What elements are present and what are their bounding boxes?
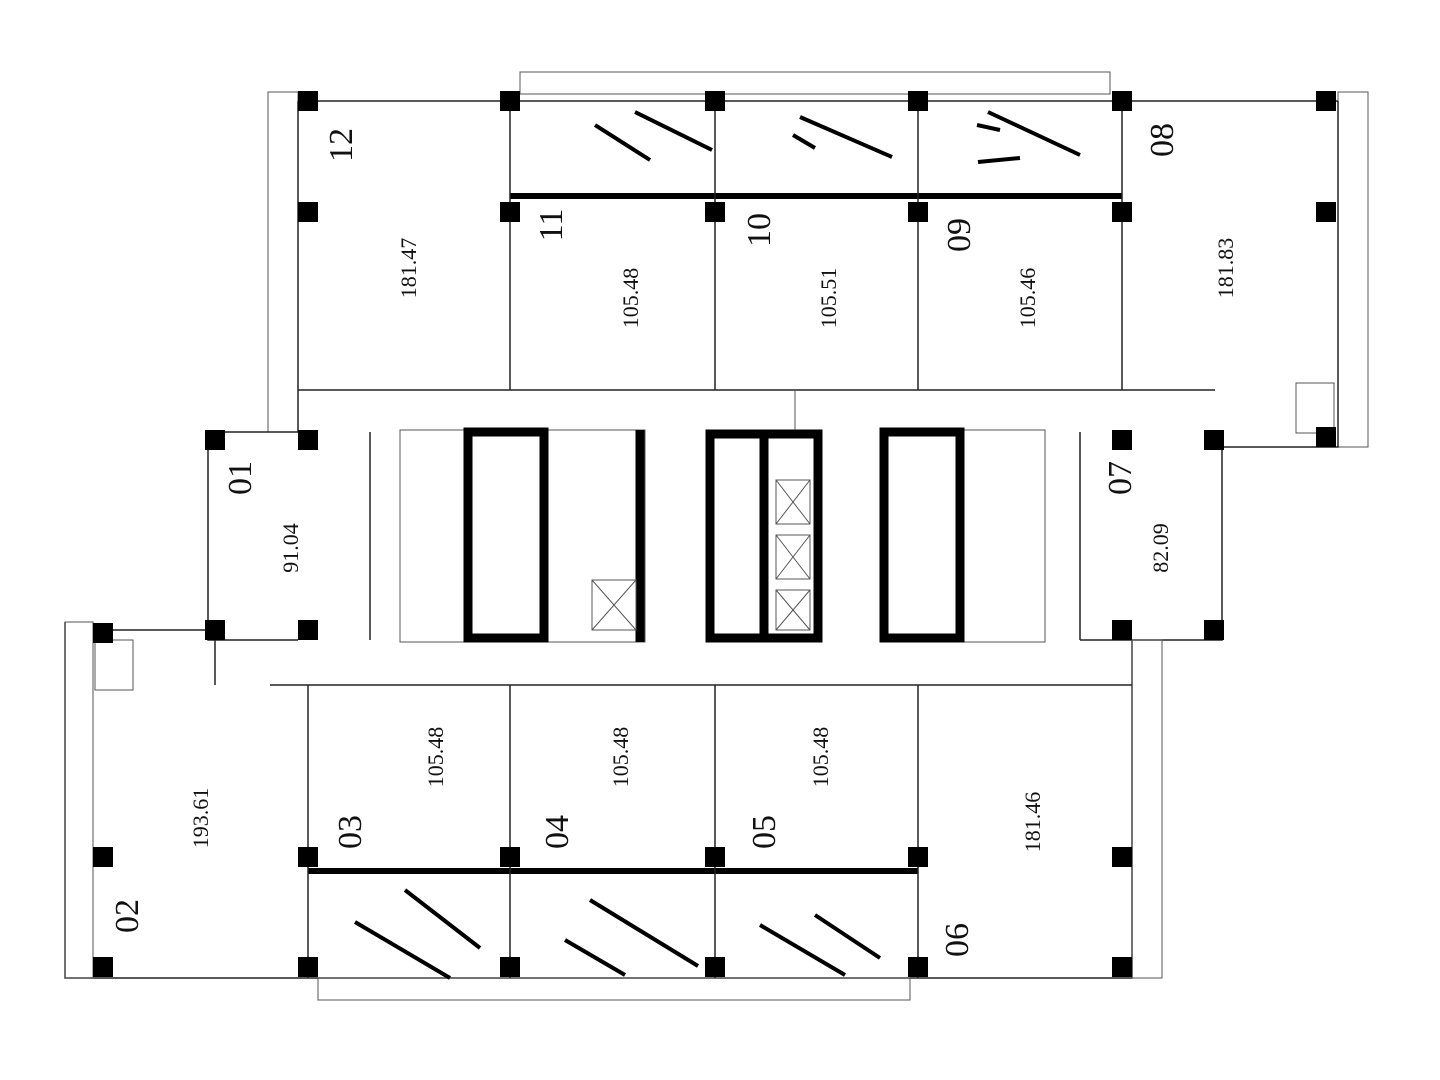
unit-02[interactable]: 02 193.61 [109, 788, 213, 933]
unit-08[interactable]: 08 181.83 [1144, 123, 1238, 298]
unit-area: 181.47 [396, 238, 421, 299]
unit-06[interactable]: 06 181.46 [939, 792, 1045, 957]
unit-12[interactable]: 12 181.47 [323, 128, 421, 298]
unit-area: 105.51 [816, 268, 841, 329]
columns [93, 91, 1336, 977]
unit-number: 07 [1102, 461, 1139, 495]
unit-number: 01 [222, 461, 259, 495]
unit-number: 05 [746, 815, 783, 849]
unit-number: 11 [533, 209, 570, 242]
partitions [270, 101, 1215, 978]
glass-marks [353, 110, 1081, 980]
unit-01[interactable]: 01 91.04 [222, 461, 303, 573]
unit-area: 91.04 [278, 523, 303, 573]
unit-07[interactable]: 07 82.09 [1102, 461, 1173, 573]
unit-04[interactable]: 04 105.48 [539, 727, 633, 849]
unit-area: 105.46 [1015, 268, 1040, 329]
unit-area: 105.48 [423, 727, 448, 788]
unit-number: 02 [109, 899, 146, 933]
unit-10[interactable]: 10 105.51 [741, 213, 841, 328]
unit-area: 193.61 [188, 788, 213, 849]
unit-number: 03 [332, 815, 369, 849]
unit-03[interactable]: 03 105.48 [332, 727, 448, 849]
unit-09[interactable]: 09 105.46 [941, 218, 1040, 328]
unit-number: 10 [741, 213, 778, 247]
unit-05[interactable]: 05 105.48 [746, 727, 833, 849]
unit-area: 82.09 [1148, 523, 1173, 573]
unit-11[interactable]: 11 105.48 [533, 209, 643, 329]
unit-number: 06 [939, 923, 976, 957]
unit-area: 105.48 [608, 727, 633, 788]
unit-number: 09 [941, 218, 978, 252]
unit-area: 105.48 [808, 727, 833, 788]
core [399, 390, 1046, 643]
unit-area: 181.83 [1213, 238, 1238, 299]
unit-area: 105.48 [618, 268, 643, 329]
unit-number: 12 [323, 128, 360, 162]
unit-number: 08 [1144, 123, 1181, 157]
unit-area: 181.46 [1020, 792, 1045, 853]
unit-number: 04 [539, 815, 576, 849]
